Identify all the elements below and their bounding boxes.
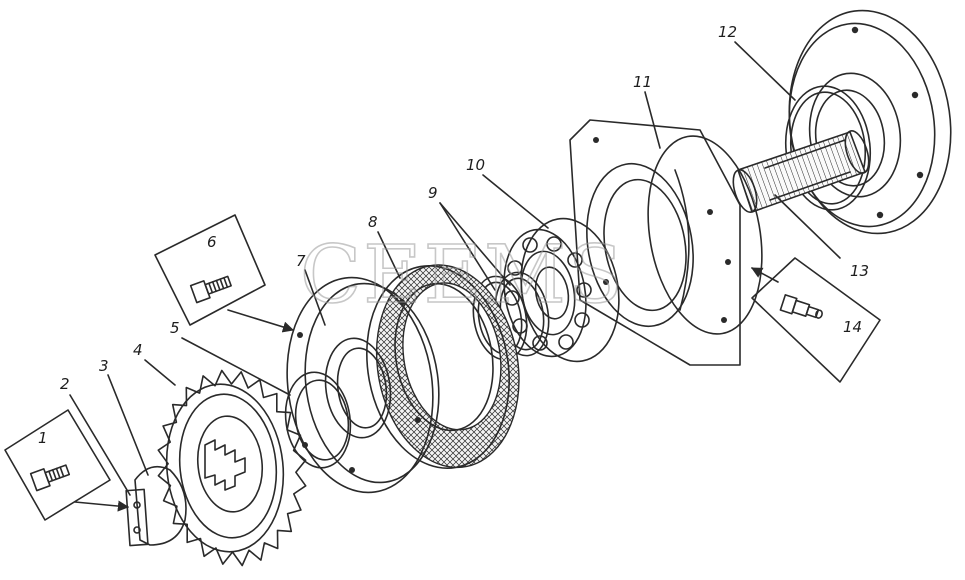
- callout-3: 3: [99, 357, 109, 375]
- inset-bolt-6: [154, 214, 266, 326]
- friction-gasket: [366, 264, 520, 469]
- callout-10: 10: [466, 156, 485, 174]
- inset-bolt-1: [4, 409, 111, 521]
- callout-2: 2: [60, 375, 70, 393]
- callout-14: 14: [843, 318, 862, 336]
- leader-lines: [69, 41, 841, 496]
- inset-fitting-14: [751, 257, 881, 383]
- callout-1: 1: [38, 429, 48, 447]
- callout-5: 5: [170, 319, 180, 337]
- sprocket: [157, 369, 307, 567]
- callout-8: 8: [368, 213, 378, 231]
- bearing-rollers: [504, 236, 592, 351]
- roller-bearing: [503, 217, 620, 363]
- callout-11: 11: [633, 73, 652, 91]
- splined-shaft: [732, 130, 870, 213]
- callout-7: 7: [296, 252, 306, 270]
- lock-plate: [125, 465, 187, 547]
- seal-ring: [284, 371, 352, 469]
- callout-labels: 1 2 3 4 5 6 7 8 9 10 11 12 13 14: [38, 23, 869, 447]
- callout-13: 13: [850, 262, 869, 280]
- callout-4: 4: [133, 341, 143, 359]
- callout-9: 9: [428, 184, 438, 202]
- callout-12: 12: [718, 23, 737, 41]
- watermark: CEEMS: [300, 228, 625, 321]
- callout-6: 6: [207, 233, 217, 251]
- rear-cover-flange: [788, 9, 952, 235]
- bearing-housing: [569, 119, 763, 366]
- leader-arrows: [74, 267, 779, 512]
